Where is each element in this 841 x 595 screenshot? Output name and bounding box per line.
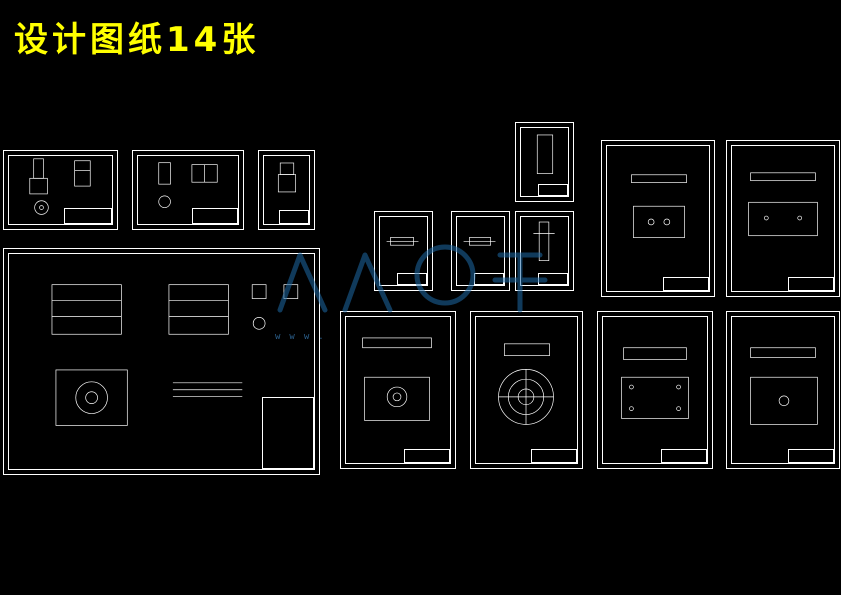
drawing-sheet-13[interactable] [597,311,713,469]
drawing-content-12 [498,343,554,425]
drawing-sheet-2[interactable] [132,150,244,230]
drawing-content-9 [631,174,687,239]
drawing-content-2 [158,162,218,208]
drawing-sheet-10[interactable] [726,140,840,297]
drawing-content-1 [29,158,91,215]
drawing-content-14 [750,347,818,425]
drawing-sheet-8[interactable] [515,211,574,291]
drawing-sheet-5[interactable] [515,122,574,202]
drawing-content-10 [748,172,818,237]
drawing-content-6 [386,237,419,246]
drawing-content-4 [51,284,299,426]
watermark-logo [277,244,548,313]
drawing-content-11 [362,337,432,421]
drawing-content-5 [536,134,554,174]
drawing-sheet-4-assembly[interactable] [3,248,320,475]
drawing-sheet-14[interactable] [726,311,840,469]
watermark-text: www. [275,332,333,342]
drawing-content-3 [277,162,297,193]
drawing-sheet-11[interactable] [340,311,456,469]
drawing-content-8 [533,221,555,261]
drawing-sheet-3[interactable] [258,150,315,230]
page-title: 设计图纸14张 [14,20,260,60]
drawing-sheet-1[interactable] [3,150,118,230]
drawing-content-13 [621,347,689,419]
drawing-sheet-12[interactable] [470,311,583,469]
drawing-sheet-9[interactable] [601,140,715,297]
drawing-content-7 [463,237,496,246]
